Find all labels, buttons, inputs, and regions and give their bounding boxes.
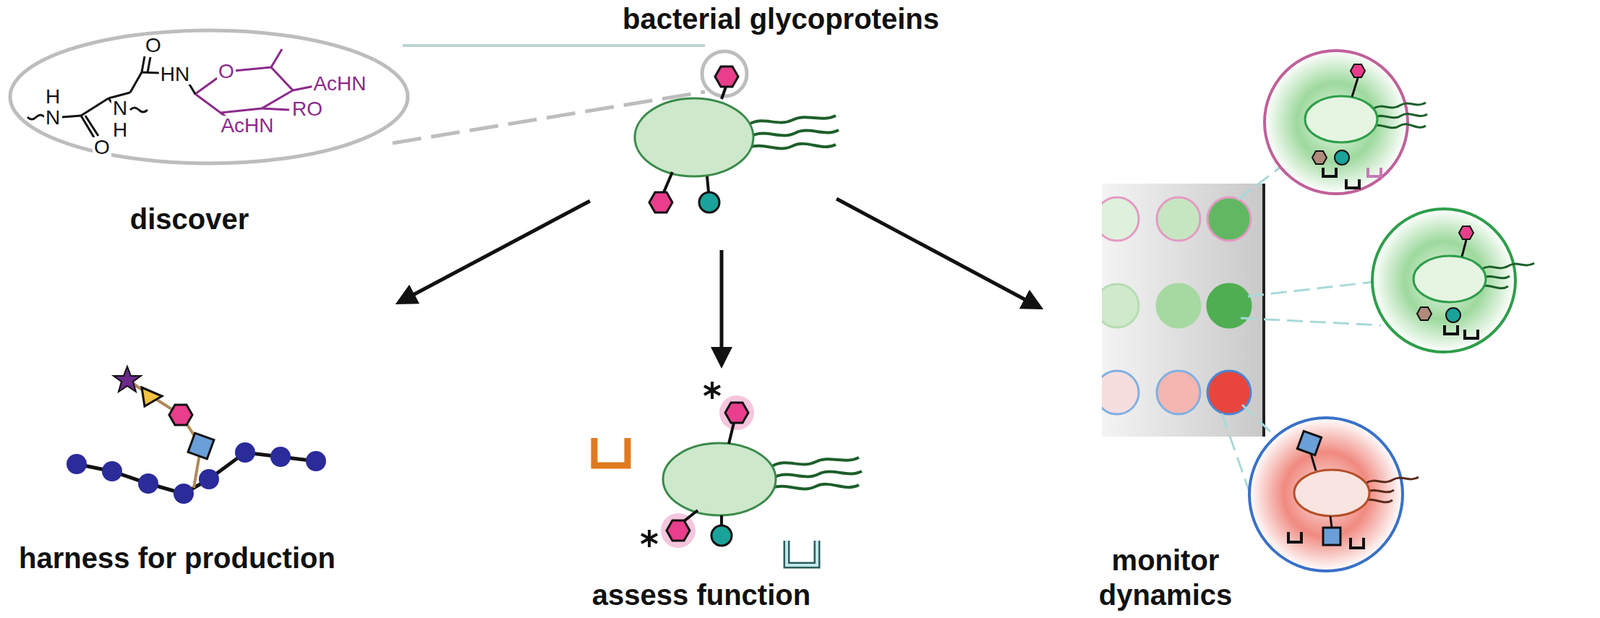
label-slot: HN	[159, 64, 191, 85]
diagram-title: bacterial glycoproteins	[622, 1, 940, 37]
label-slot: assess function	[592, 577, 811, 613]
panel-label: harness for production	[18, 540, 336, 576]
label-slot: N	[111, 98, 129, 119]
label-slot: monitor dynamics	[1078, 542, 1253, 613]
label-slot: O	[92, 137, 112, 158]
panel-label: discover	[130, 201, 250, 237]
atom-label: H	[44, 86, 62, 108]
label-slot: H	[111, 120, 129, 141]
label-slot: discover	[130, 201, 250, 237]
atom-label: N	[111, 98, 129, 119]
atom-label: HN	[159, 64, 191, 85]
well-plate	[1095, 183, 1266, 437]
atom-label: AcHN	[311, 73, 368, 94]
label-slot: N	[44, 107, 62, 128]
label-slot: AcHN	[311, 73, 368, 94]
label-slot: O	[216, 61, 236, 82]
label-slot: O	[143, 35, 163, 56]
atom-label: H	[111, 120, 129, 141]
label-slot: bacterial glycoproteins	[622, 1, 940, 37]
panel-label: assess function	[592, 577, 811, 613]
atom-label: O	[143, 35, 163, 56]
label-slot: H	[44, 86, 62, 108]
atom-label: N	[44, 107, 62, 128]
bacterium	[634, 66, 839, 213]
label-slot: harness for production	[18, 540, 336, 576]
atom-label: RO	[290, 99, 324, 120]
labelled-bacterium	[594, 381, 862, 566]
arrow	[404, 198, 1034, 358]
atom-label: O	[216, 61, 236, 82]
atom-label: AcHN	[219, 115, 275, 136]
label-slot: RO	[290, 99, 324, 120]
atom-label: O	[92, 137, 112, 158]
label-slot: AcHN	[219, 115, 275, 136]
glycoconjugate	[66, 366, 327, 504]
chemical-structure	[27, 49, 319, 138]
zoom-well	[1249, 50, 1535, 572]
panel-label: monitor dynamics	[1078, 542, 1253, 613]
